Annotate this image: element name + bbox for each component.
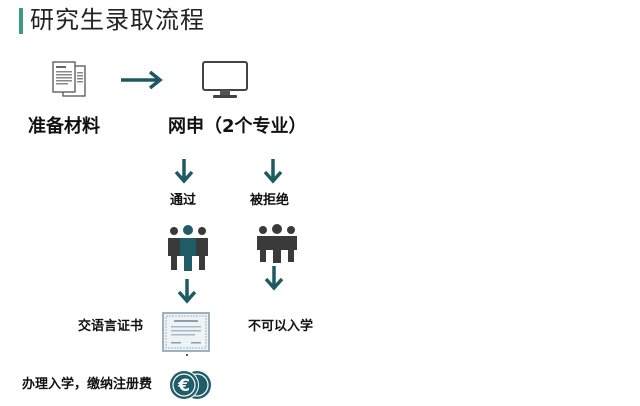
arrow-right-icon <box>120 70 166 90</box>
arrow-down-icon <box>263 158 283 184</box>
monitor-icon <box>200 60 250 100</box>
step-prepare-label: 准备材料 <box>28 116 100 137</box>
people-group-icon <box>255 224 299 264</box>
arrow-down-icon <box>177 278 197 304</box>
dot-marker <box>186 354 188 356</box>
arrow-down-icon <box>264 265 284 291</box>
documents-icon <box>50 60 90 100</box>
people-group-icon <box>166 224 210 272</box>
page-title: 研究生录取流程 <box>30 6 205 34</box>
step-reject-label: 被拒绝 <box>250 193 290 208</box>
certificate-icon <box>162 312 210 352</box>
svg-text:€: € <box>177 376 190 396</box>
step-pass-label: 通过 <box>170 193 197 208</box>
step-certificate-label: 交语言证书 <box>78 319 144 334</box>
euro-coins-icon: € <box>166 368 216 402</box>
arrow-down-icon <box>174 158 194 184</box>
step-enroll-label: 办理入学，缴纳注册费 <box>22 377 153 392</box>
title-accent-bar <box>19 8 23 34</box>
step-apply-label: 网申（2个专业） <box>168 116 307 137</box>
step-not-admitted-label: 不可以入学 <box>248 319 314 334</box>
